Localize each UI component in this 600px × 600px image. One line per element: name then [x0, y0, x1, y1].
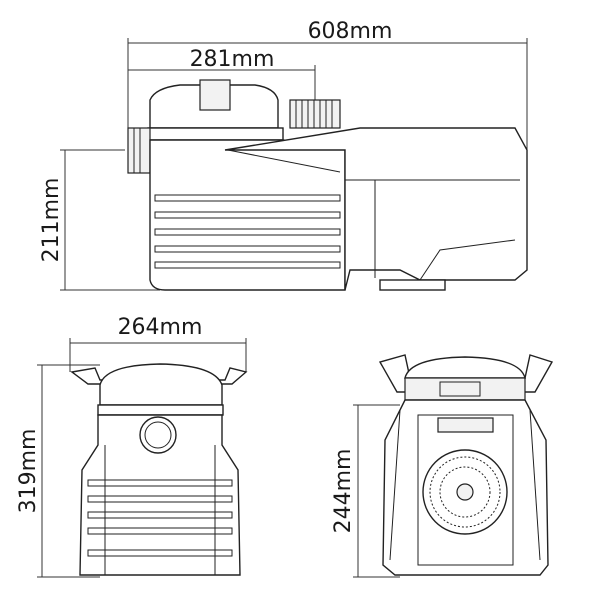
front-width-label: 264mm — [118, 315, 203, 340]
overall-length-label: 608mm — [308, 19, 393, 44]
side-height-label: 211mm — [39, 178, 64, 263]
pump-side-view — [127, 79, 528, 291]
pump-front-view — [70, 363, 248, 576]
pump-rear-view — [378, 354, 554, 576]
inlet-outlet-label: 281mm — [190, 47, 275, 72]
rear-height-label: 244mm — [331, 449, 356, 534]
front-height-label: 319mm — [16, 429, 41, 514]
dimension-lines — [37, 38, 528, 578]
